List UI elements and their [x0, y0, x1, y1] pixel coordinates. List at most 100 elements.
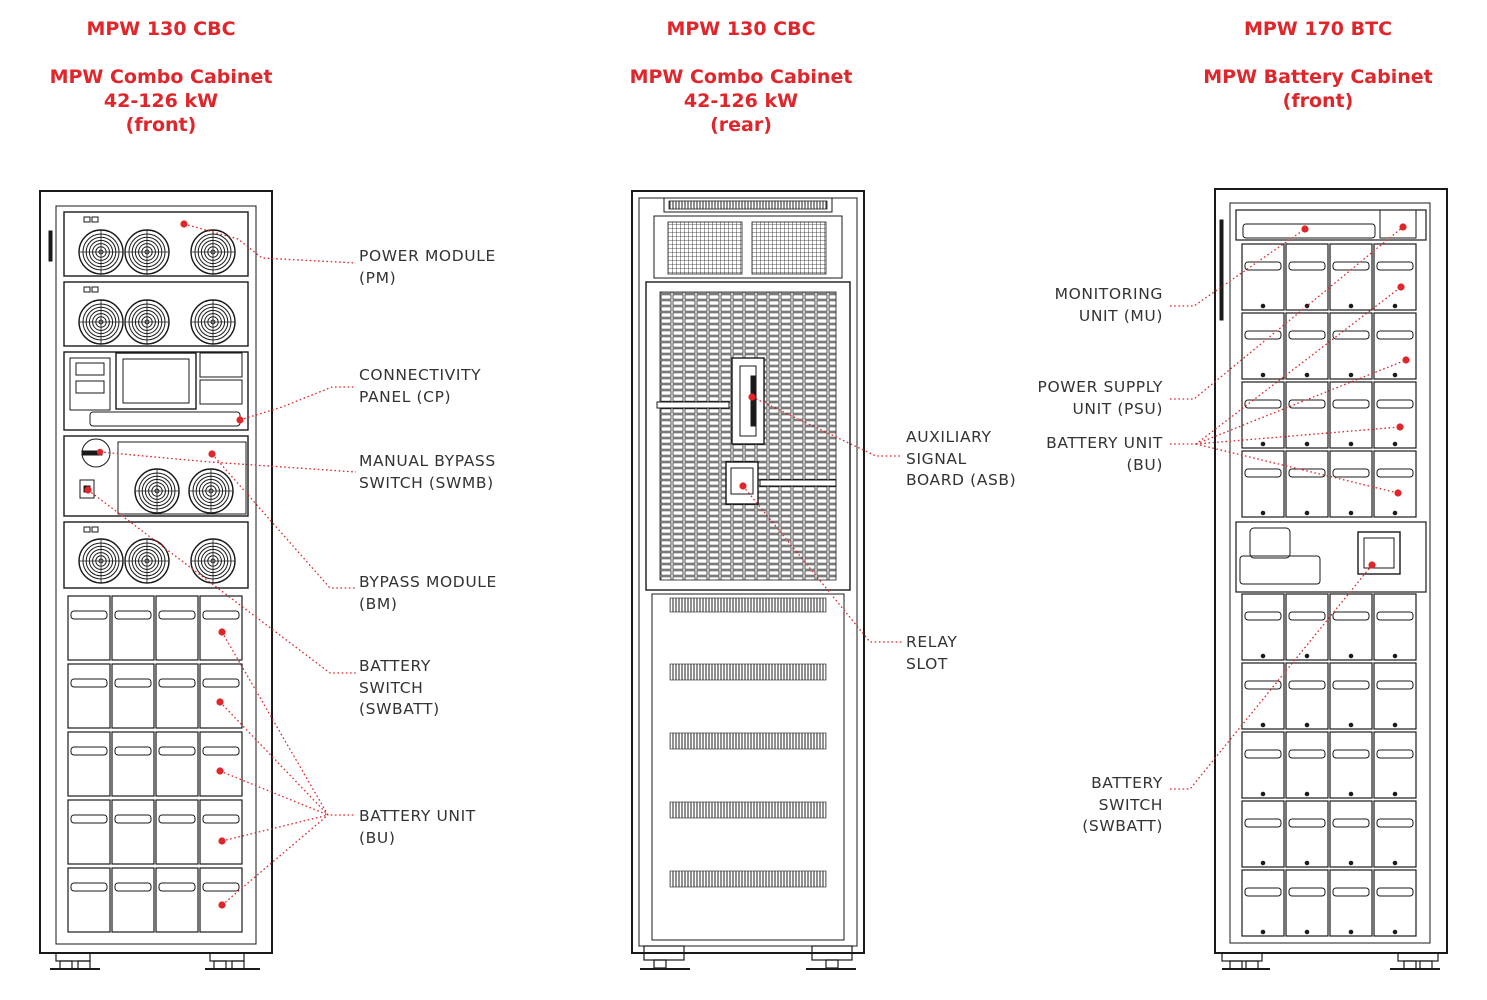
battery-tray: [199, 595, 243, 661]
battery-tray: [155, 595, 199, 661]
battery-tray: [1241, 312, 1285, 380]
fan-icon: [124, 299, 170, 345]
battery-tray: [67, 731, 111, 797]
battery-tray: [155, 731, 199, 797]
label-battery-unit-front: BATTERY UNIT (BU): [359, 806, 476, 849]
label-line: BATTERY UNIT: [359, 807, 476, 825]
label-auxiliary-signal-board: AUXILIARY SIGNAL BOARD (ASB): [906, 427, 1016, 492]
view-label: (front): [125, 114, 197, 136]
battery-tray: [111, 595, 155, 661]
fan-icon: [124, 538, 170, 584]
fan-icon: [78, 299, 124, 345]
battery-tray: [111, 731, 155, 797]
label-line: (BM): [359, 594, 398, 613]
battery-tray: [1329, 381, 1373, 449]
label-line: BATTERY: [359, 657, 431, 675]
battery-tray: [1285, 800, 1329, 868]
label-battery-switch-battery-cabinet: BATTERY SWITCH (SWBATT): [1082, 773, 1163, 838]
battery-tray: [67, 595, 111, 661]
battery-tray: [1241, 731, 1285, 799]
battery-tray: [1285, 731, 1329, 799]
battery-tray: [155, 867, 199, 933]
label-battery-unit-battery-cabinet: BATTERY UNIT (BU): [1046, 433, 1163, 476]
label-line: (BU): [1126, 455, 1163, 474]
model-name: MPW 130 CBC: [666, 18, 816, 40]
battery-tray: [111, 663, 155, 729]
battery-cabinet-front: [1214, 188, 1448, 970]
label-line: BYPASS MODULE: [359, 573, 497, 591]
cabinet-name: MPW Combo Cabinet: [49, 66, 273, 88]
cabinet-name: MPW Battery Cabinet: [1203, 66, 1433, 88]
label-line: AUXILIARY: [906, 428, 992, 446]
battery-tray: [1373, 869, 1417, 937]
battery-tray: [1241, 593, 1285, 661]
label-line: UNIT (MU): [1078, 306, 1163, 325]
battery-tray: [1241, 450, 1285, 518]
label-power-supply-unit: POWER SUPPLY UNIT (PSU): [1038, 377, 1164, 420]
combo-cabinet-front: [39, 190, 273, 970]
power-range: 42-126 kW: [683, 90, 799, 112]
label-line: BOARD (ASB): [906, 471, 1017, 489]
battery-tray: [155, 799, 199, 865]
battery-tray: [1285, 450, 1329, 518]
cabinet-title-rear-combo: MPW 130 CBC MPW Combo Cabinet 42-126 kW …: [561, 17, 921, 137]
label-line: UNIT (PSU): [1072, 399, 1163, 418]
callout-leader-lines: [87, 223, 1407, 906]
fan-icon: [78, 229, 124, 275]
battery-tray: [1285, 593, 1329, 661]
battery-tray: [1329, 312, 1373, 380]
battery-tray: [199, 799, 243, 865]
cabinet-title-front-combo: MPW 130 CBC MPW Combo Cabinet 42-126 kW …: [0, 17, 341, 137]
battery-tray: [1373, 243, 1417, 311]
label-line: (BU): [359, 828, 396, 847]
label-line: POWER MODULE: [359, 247, 496, 265]
battery-tray: [199, 867, 243, 933]
battery-tray: [1241, 800, 1285, 868]
label-manual-bypass-switch: MANUAL BYPASS SWITCH (SWMB): [359, 451, 496, 494]
battery-tray: [1329, 450, 1373, 518]
battery-tray: [1329, 800, 1373, 868]
cabinet-name: MPW Combo Cabinet: [629, 66, 853, 88]
label-bypass-module: BYPASS MODULE (BM): [359, 572, 497, 615]
model-name: MPW 170 BTC: [1243, 18, 1393, 40]
label-line: MONITORING: [1054, 285, 1163, 303]
combo-cabinet-rear: [631, 190, 865, 970]
label-line: PANEL (CP): [359, 387, 452, 406]
label-relay-slot: RELAY SLOT: [906, 632, 957, 675]
battery-tray: [1329, 243, 1373, 311]
battery-tray: [1241, 243, 1285, 311]
fan-icon: [78, 538, 124, 584]
view-label: (front): [1282, 90, 1354, 112]
model-name: MPW 130 CBC: [86, 18, 236, 40]
fan-icon: [190, 299, 236, 345]
battery-tray: [1241, 869, 1285, 937]
battery-tray: [111, 799, 155, 865]
battery-tray: [1373, 381, 1417, 449]
fan-icon: [190, 229, 236, 275]
battery-tray: [1285, 243, 1329, 311]
battery-tray: [1285, 381, 1329, 449]
label-monitoring-unit: MONITORING UNIT (MU): [1055, 284, 1163, 327]
battery-tray: [111, 867, 155, 933]
battery-tray: [1329, 731, 1373, 799]
label-line: RELAY: [906, 633, 958, 651]
label-battery-switch-front: BATTERY SWITCH (SWBATT): [359, 656, 440, 721]
battery-tray: [1329, 662, 1373, 730]
power-range: 42-126 kW: [103, 90, 219, 112]
label-line: (PM): [359, 268, 397, 287]
label-line: MANUAL BYPASS: [359, 452, 496, 470]
label-line: SIGNAL: [906, 449, 967, 468]
label-line: SWITCH (SWMB): [359, 473, 494, 492]
battery-tray: [1241, 381, 1285, 449]
battery-tray: [199, 731, 243, 797]
battery-tray: [199, 663, 243, 729]
cabinet-title-battery: MPW 170 BTC MPW Battery Cabinet (front): [1138, 17, 1487, 113]
battery-tray: [1241, 662, 1285, 730]
battery-tray: [67, 867, 111, 933]
battery-tray: [67, 663, 111, 729]
label-line: SWITCH: [1098, 795, 1163, 814]
battery-tray: [1373, 593, 1417, 661]
fan-icon: [188, 468, 234, 514]
battery-tray: [1329, 593, 1373, 661]
fan-icon: [190, 538, 236, 584]
